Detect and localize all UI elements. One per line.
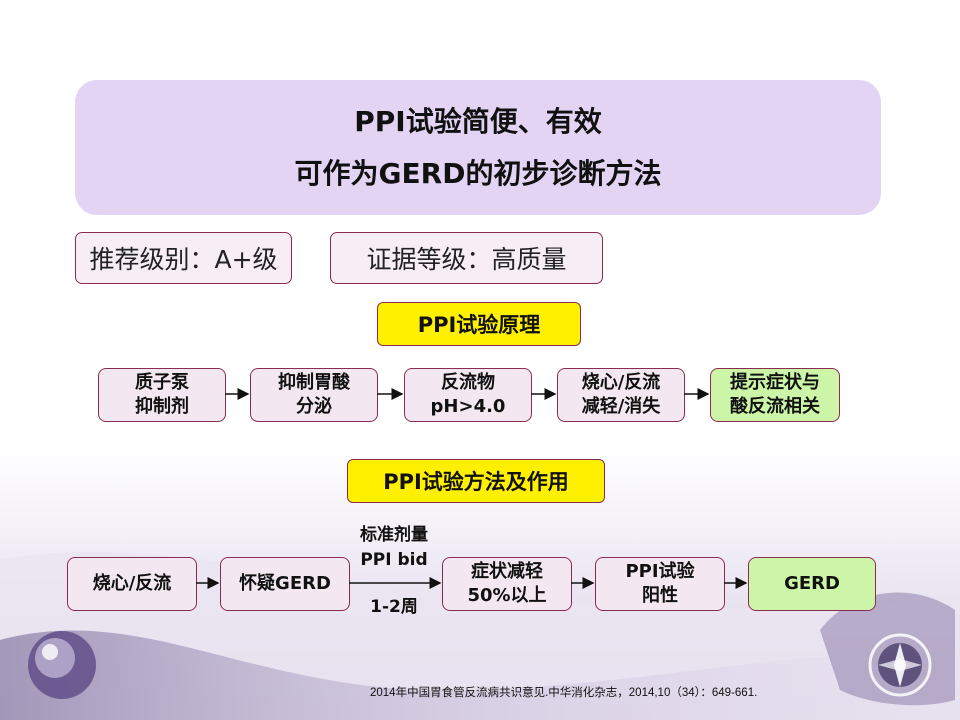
principle-heading-text: PPI试验原理 bbox=[417, 313, 541, 337]
principle-step-5: 提示症状与 酸反流相关 bbox=[710, 368, 840, 422]
principle-step-1: 质子泵 抑制剂 bbox=[98, 368, 226, 422]
step-label: 分泌 bbox=[296, 396, 332, 417]
treatment-duration-line: 1-2周 bbox=[370, 597, 418, 617]
step-label: 怀疑GERD bbox=[239, 573, 331, 594]
compass-map-icon bbox=[820, 592, 955, 706]
step-label: 减轻/消失 bbox=[581, 396, 661, 417]
method-step-3: 症状减轻 50%以上 bbox=[442, 557, 572, 611]
treatment-frequency-line: PPI bid bbox=[360, 550, 428, 570]
step-label: 质子泵 bbox=[135, 372, 189, 393]
step-label: 烧心/反流 bbox=[92, 573, 172, 594]
method-step-1: 烧心/反流 bbox=[67, 557, 197, 611]
treatment-dose-label: 标准剂量 PPI bid bbox=[344, 523, 444, 573]
evidence-grade-box: 证据等级：高质量 bbox=[330, 232, 603, 284]
step-label: 烧心/反流 bbox=[581, 372, 661, 393]
step-label: pH>4.0 bbox=[430, 396, 506, 417]
principle-step-2: 抑制胃酸 分泌 bbox=[250, 368, 378, 422]
sphere-ornament-icon bbox=[28, 631, 96, 699]
principle-heading: PPI试验原理 bbox=[377, 302, 581, 346]
step-label: 抑制胃酸 bbox=[278, 372, 350, 393]
step-label: 提示症状与 bbox=[730, 372, 820, 393]
recommendation-grade-text: 推荐级别：A+级 bbox=[89, 245, 278, 274]
citation: 2014年中国胃食管反流病共识意见.中华消化杂志，2014,10（34）：649… bbox=[370, 687, 758, 699]
title-banner: PPI试验简便、有效 可作为GERD的初步诊断方法 bbox=[75, 80, 881, 215]
principle-step-4: 烧心/反流 减轻/消失 bbox=[557, 368, 685, 422]
evidence-grade-text: 证据等级：高质量 bbox=[366, 245, 567, 274]
treatment-duration-label: 1-2周 bbox=[344, 592, 444, 617]
treatment-dose-line: 标准剂量 bbox=[360, 525, 428, 545]
step-label: 症状减轻 bbox=[471, 561, 543, 582]
step-label: 50%以上 bbox=[467, 585, 547, 606]
method-heading: PPI试验方法及作用 bbox=[347, 459, 605, 503]
step-label: 反流物 bbox=[441, 372, 495, 393]
method-step-5: GERD bbox=[748, 557, 876, 611]
title-line-2: 可作为GERD的初步诊断方法 bbox=[294, 156, 662, 190]
step-label: 酸反流相关 bbox=[730, 396, 820, 417]
step-label: GERD bbox=[784, 573, 840, 594]
method-step-4: PPI试验 阳性 bbox=[595, 557, 725, 611]
method-step-2: 怀疑GERD bbox=[220, 557, 350, 611]
step-label: PPI试验 bbox=[625, 561, 695, 582]
principle-step-3: 反流物 pH>4.0 bbox=[404, 368, 532, 422]
step-label: 阳性 bbox=[642, 585, 678, 606]
title-line-1: PPI试验简便、有效 bbox=[354, 104, 602, 138]
recommendation-grade-box: 推荐级别：A+级 bbox=[75, 232, 292, 284]
step-label: 抑制剂 bbox=[135, 396, 189, 417]
method-heading-text: PPI试验方法及作用 bbox=[383, 470, 569, 494]
